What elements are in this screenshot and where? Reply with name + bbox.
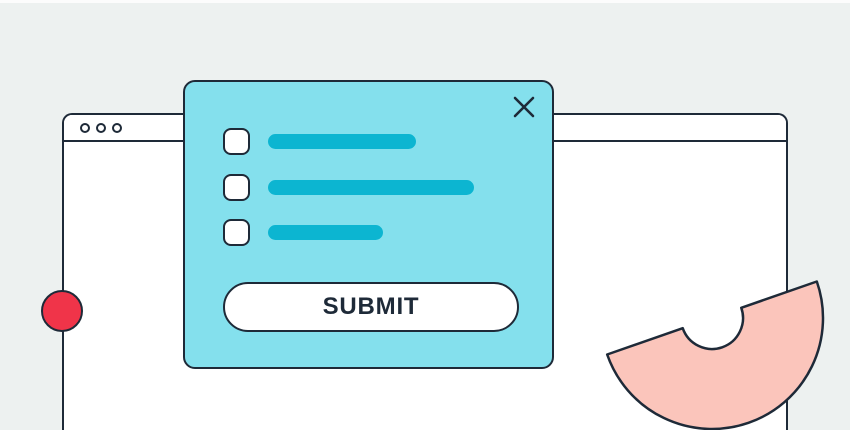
checklist-row <box>223 174 474 201</box>
top-edge-highlight <box>0 0 850 3</box>
window-control-dot[interactable] <box>96 122 106 133</box>
checkbox[interactable] <box>223 219 250 246</box>
checklist-row <box>223 219 383 246</box>
window-control-dot[interactable] <box>80 122 90 133</box>
text-placeholder-bar <box>268 180 474 195</box>
submit-button[interactable]: SUBMIT <box>223 282 519 332</box>
checklist-row <box>223 128 416 155</box>
checkbox[interactable] <box>223 128 250 155</box>
window-control-dot[interactable] <box>112 122 122 133</box>
red-circle-decoration <box>41 290 83 332</box>
text-placeholder-bar <box>268 225 383 240</box>
close-icon[interactable] <box>512 95 536 119</box>
modal-dialog: SUBMIT <box>183 80 554 369</box>
checkbox[interactable] <box>223 174 250 201</box>
pink-half-donut-decoration <box>605 280 825 430</box>
text-placeholder-bar <box>268 134 416 149</box>
